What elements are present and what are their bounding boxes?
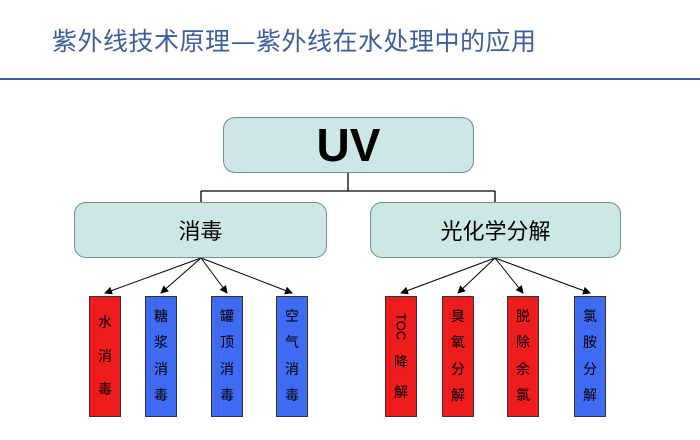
leaf-char: 水: [98, 315, 112, 332]
leaf-char: 消: [154, 361, 168, 378]
leaf-air-disinfection: 空 气 消 毒: [276, 296, 308, 417]
arrow-right-3: [494, 257, 524, 294]
leaf-char: 脱: [516, 308, 530, 325]
arrow-left-1: [104, 257, 202, 295]
leaf-char: 毒: [285, 388, 299, 405]
leaf-char: 氧: [451, 335, 465, 352]
branch-node-photochemical: 光化学分解: [370, 202, 621, 258]
leaf-char: 气: [285, 335, 299, 352]
leaf-char: 消: [285, 361, 299, 378]
arrow-left-3: [200, 257, 228, 294]
leaf-syrup-disinfection: 糖 浆 消 毒: [145, 296, 177, 417]
leaf-char: TOC: [393, 312, 409, 341]
leaf-char: 分: [451, 361, 465, 378]
slide-title: 紫外线技术原理—紫外线在水处理中的应用: [52, 27, 537, 56]
arrow-left-2: [160, 257, 202, 294]
root-node-uv: UV: [223, 117, 474, 173]
leaf-char: 消: [220, 361, 234, 378]
title-underline: [0, 78, 700, 80]
leaf-char: 除: [516, 335, 530, 352]
leaf-char: 降: [394, 355, 408, 372]
leaf-char: 消: [98, 348, 112, 365]
leaf-char: 臭: [451, 308, 465, 325]
leaf-dechlorination: 脱 除 余 氯: [507, 296, 539, 417]
arrow-right-4: [494, 257, 591, 295]
arrow-left-4: [200, 257, 293, 295]
branch-node-disinfection: 消毒: [74, 202, 327, 258]
leaf-char: 浆: [154, 335, 168, 352]
leaf-char: 空: [285, 308, 299, 325]
leaf-char: 顶: [220, 335, 234, 352]
leaf-char: 毒: [154, 388, 168, 405]
leaf-water-disinfection: 水 消 毒: [89, 296, 121, 417]
leaf-char: 氯: [516, 388, 530, 405]
leaf-char: 余: [516, 361, 530, 378]
leaf-ozone-decomposition: 臭 氧 分 解: [442, 296, 474, 417]
leaf-char: 解: [394, 385, 408, 402]
leaf-char: 胺: [583, 335, 597, 352]
leaf-char: 糖: [154, 308, 168, 325]
arrow-right-2: [457, 257, 496, 294]
leaf-char: 毒: [220, 388, 234, 405]
leaf-tank-top-disinfection: 罐 顶 消 毒: [211, 296, 243, 417]
leaf-toc-degradation: TOC 降 解: [385, 296, 417, 417]
leaf-char: 解: [583, 388, 597, 405]
leaf-char: 分: [583, 361, 597, 378]
leaf-char: 氯: [583, 308, 597, 325]
leaf-char: 罐: [220, 308, 234, 325]
leaf-char: 毒: [98, 381, 112, 398]
leaf-char: 解: [451, 388, 465, 405]
leaf-chloramine-decomposition: 氯 胺 分 解: [574, 296, 606, 417]
arrow-right-1: [400, 257, 496, 295]
